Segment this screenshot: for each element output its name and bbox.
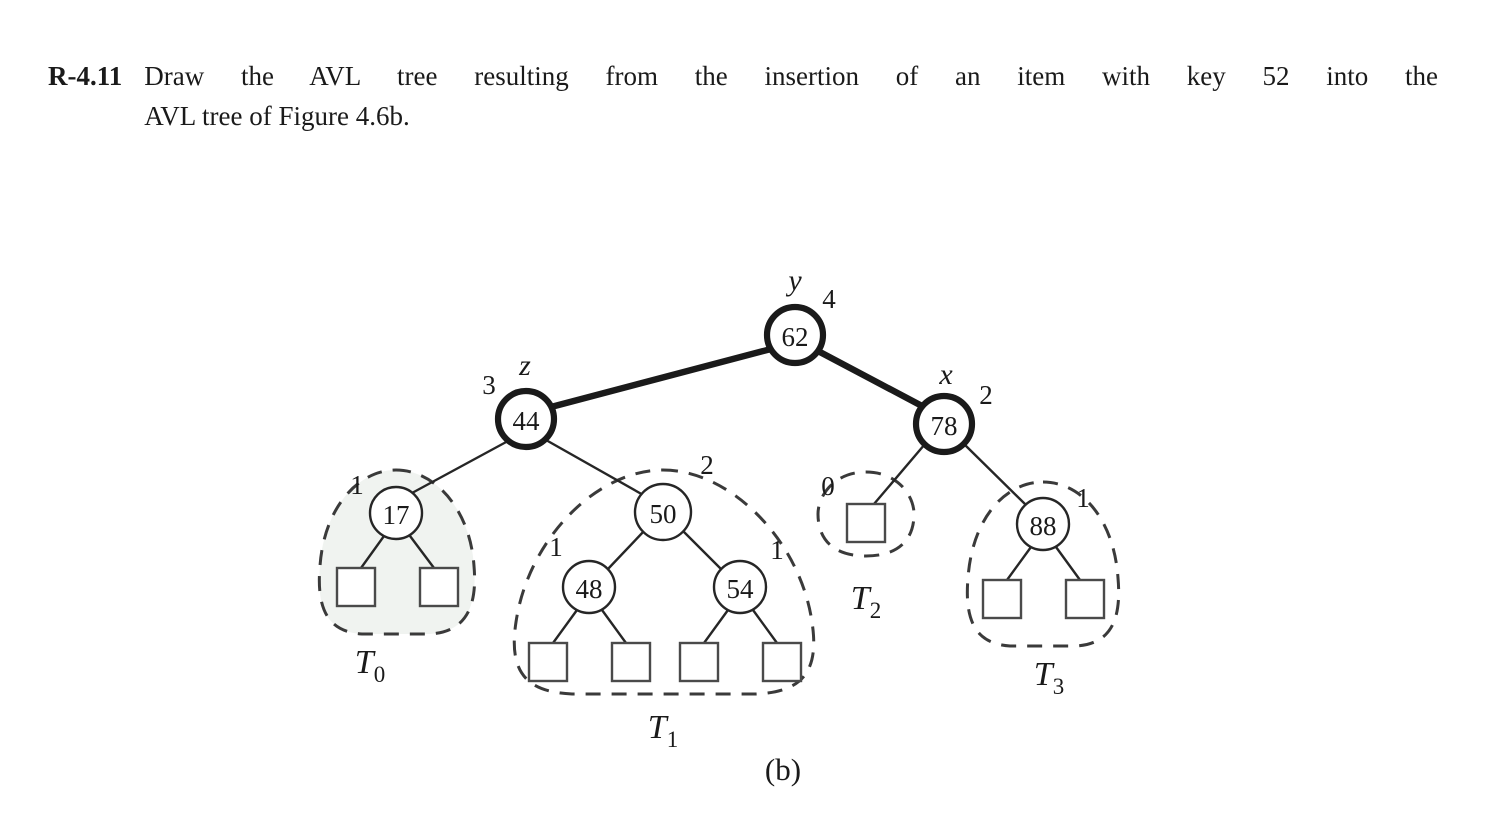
leaf-square-t1-b	[610, 641, 652, 683]
edge-54-leaf-left	[702, 608, 730, 645]
edge-50-48	[605, 528, 647, 572]
subtree-label-t0-text: T	[355, 644, 376, 681]
subtree-label-t0: T0	[355, 644, 385, 687]
node-78-key: 78	[931, 411, 958, 441]
figure-caption: (b)	[765, 752, 801, 787]
problem-text-line-2: AVL tree of Figure 4.6b.	[144, 101, 410, 131]
leaf-square-t3-right	[1064, 578, 1106, 620]
node-54-height: 1	[770, 535, 784, 565]
edge-48-leaf-right	[600, 608, 628, 645]
subtree-label-t2-text: T	[851, 580, 872, 617]
node-44-height: 3	[482, 370, 496, 400]
subtree-label-t2-sub: 2	[870, 598, 882, 623]
node-17-height: 1	[350, 470, 364, 500]
node-78-circle[interactable]	[912, 392, 976, 456]
subtree-label-t1: T1	[648, 709, 678, 752]
node-48-height: 1	[549, 532, 563, 562]
node-50-key: 50	[650, 499, 677, 529]
node-50-height: 2	[700, 450, 714, 480]
subtree-hull-t1	[512, 468, 816, 696]
node-62-circle[interactable]	[763, 303, 827, 367]
node-62-variable-label: y	[785, 264, 802, 297]
edge-62-44	[547, 345, 775, 411]
leaf-square-t3-left	[981, 578, 1023, 620]
node-62-key: 62	[782, 322, 809, 352]
subtree-label-t3: T3	[1034, 656, 1064, 699]
edge-17-leaf-right	[408, 534, 436, 570]
node-54-circle[interactable]	[712, 559, 768, 615]
edge-48-leaf-left	[551, 608, 579, 645]
problem-text-line-1: Draw the AVL tree resulting from the ins…	[144, 61, 1438, 91]
subtree-label-t0-sub: 0	[374, 662, 386, 687]
problem-first-line: R-4.11 Draw the AVL tree resulting from …	[48, 56, 1438, 136]
edge-44-50	[544, 438, 647, 498]
subtree-hull-t3	[965, 480, 1121, 648]
edge-78-88	[962, 442, 1028, 507]
node-44-variable-label: z	[518, 349, 531, 382]
edge-50-54	[680, 528, 724, 572]
node-88-key: 88	[1030, 511, 1057, 541]
node-78-height: 2	[979, 380, 993, 410]
leaf-square-t1-a	[527, 641, 569, 683]
node-88-height: 1	[1076, 483, 1090, 513]
edge-44-17	[410, 439, 510, 495]
edge-88-leaf-left	[1005, 545, 1033, 582]
edge-62-78	[814, 347, 926, 410]
node-88-circle[interactable]	[1015, 496, 1071, 552]
leaf-square-t1-d	[761, 641, 803, 683]
edge-78-t2	[872, 442, 927, 506]
edge-17-leaf-left	[359, 534, 386, 570]
node-44-circle[interactable]	[494, 387, 558, 451]
subtree-label-t1-sub: 1	[667, 727, 679, 752]
leaf-square-t0-left	[335, 566, 377, 608]
problem-number: R-4.11	[48, 61, 123, 91]
node-17-key: 17	[383, 500, 410, 530]
subtree-hull-t2	[816, 470, 916, 558]
leaf-t2-height: 0	[821, 471, 835, 501]
subtree-label-t2: T2	[851, 580, 881, 623]
subtree-label-t3-text: T	[1034, 656, 1055, 693]
leaf-square-t0-right	[418, 566, 460, 608]
node-44-key: 44	[513, 406, 541, 436]
leaf-square-t2	[845, 502, 887, 544]
leaf-square-t1-c	[678, 641, 720, 683]
node-17-circle[interactable]	[368, 485, 424, 541]
node-62-height: 4	[822, 284, 836, 314]
node-78-variable-label: x	[938, 358, 953, 391]
node-48-circle[interactable]	[561, 559, 617, 615]
subtree-label-t3-sub: 3	[1053, 674, 1065, 699]
edge-54-leaf-right	[751, 608, 779, 645]
node-54-key: 54	[727, 574, 755, 604]
edge-88-leaf-right	[1054, 545, 1082, 582]
subtree-label-t1-text: T	[648, 709, 669, 746]
node-50-circle[interactable]	[633, 482, 693, 542]
node-48-key: 48	[576, 574, 603, 604]
problem-statement: R-4.11 Draw the AVL tree resulting from …	[48, 56, 1438, 136]
